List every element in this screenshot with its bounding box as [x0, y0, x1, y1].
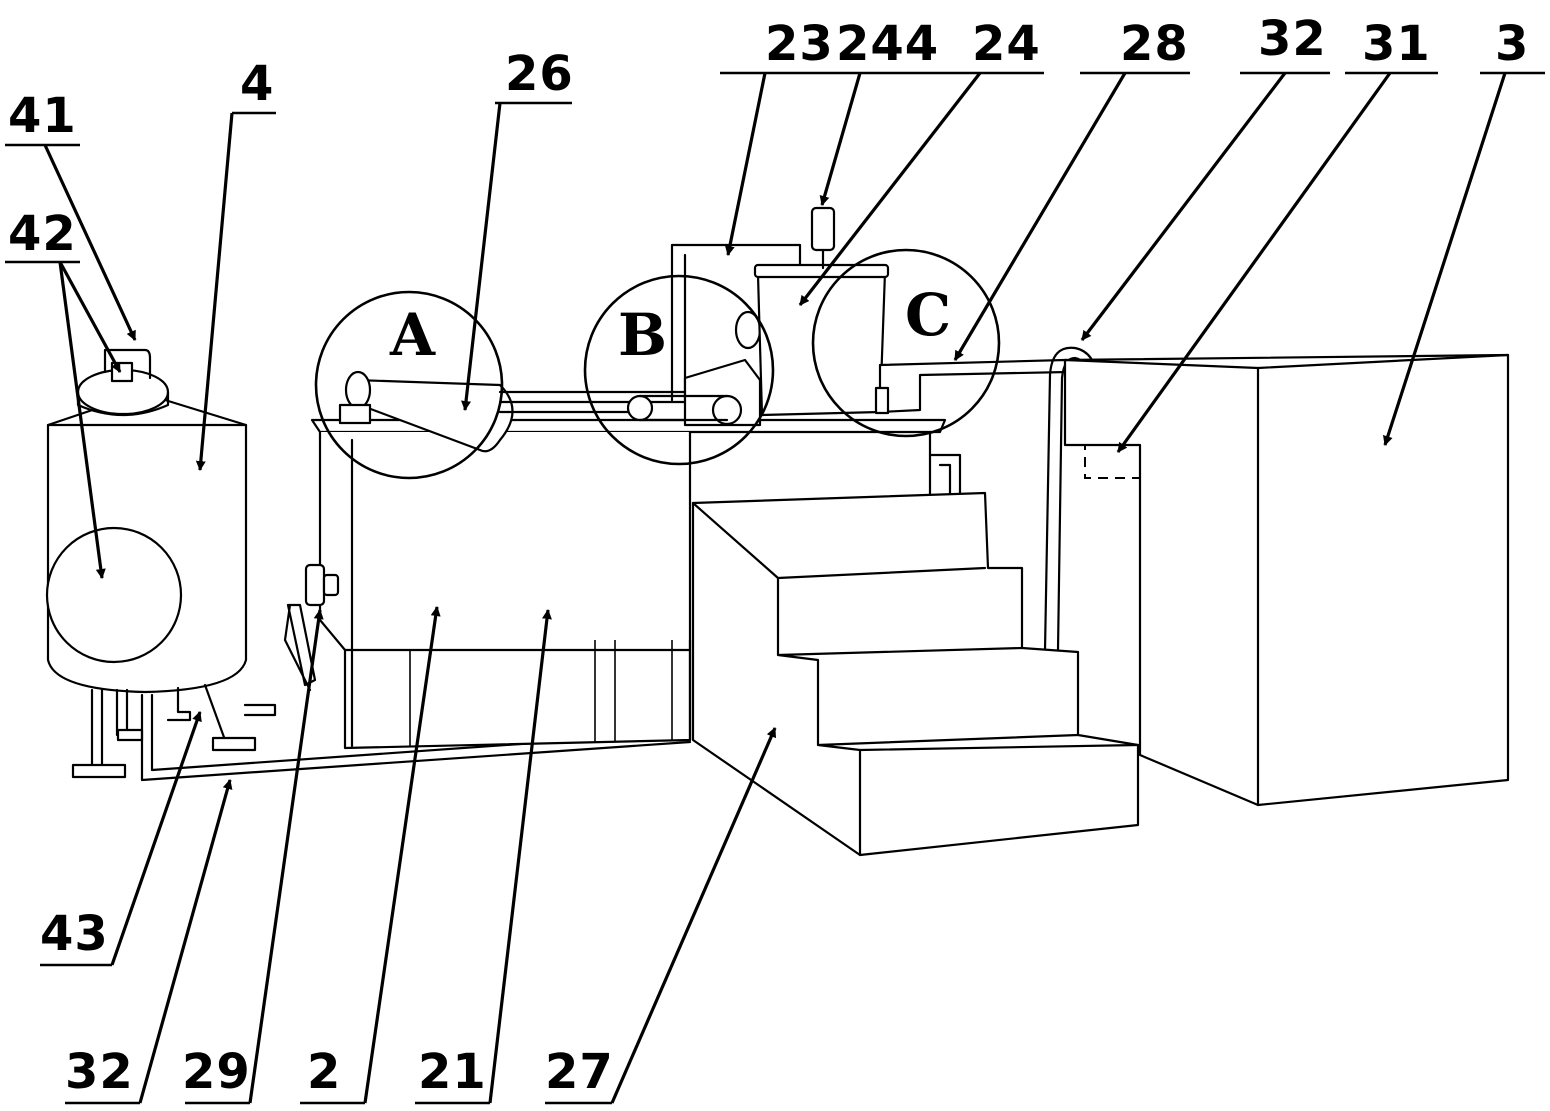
- label-32-bottom: 32: [65, 1044, 134, 1100]
- label-43: 43: [40, 906, 109, 962]
- detail-label-C: C: [905, 281, 951, 349]
- label-42: 42: [8, 206, 77, 262]
- motor-244: [810, 206, 836, 270]
- manhole-42: [45, 526, 183, 664]
- label-41: 41: [8, 88, 77, 144]
- detail-circles: A B C: [314, 248, 1001, 480]
- top-equipment: [338, 206, 1070, 453]
- detail-circle-A: [314, 290, 504, 480]
- storage-tank-4: [45, 348, 277, 779]
- valve-29: [283, 563, 340, 692]
- label-2: 2: [307, 1044, 341, 1100]
- leader-lines: [5, 71, 1545, 1105]
- detail-circle-B: [583, 274, 775, 466]
- detail-circle-C: [811, 248, 1001, 438]
- detail-label-A: A: [389, 301, 436, 369]
- label-21: 21: [418, 1044, 487, 1100]
- label-24: 24: [972, 16, 1041, 72]
- label-27: 27: [545, 1044, 614, 1100]
- settling-box-3: [1063, 353, 1510, 807]
- label-26: 26: [505, 46, 574, 102]
- label-4: 4: [240, 56, 274, 112]
- vent-pipe-41: [103, 348, 152, 380]
- label-29: 29: [182, 1044, 251, 1100]
- stairs-27: [691, 491, 1140, 857]
- label-31: 31: [1362, 16, 1431, 72]
- label-3: 3: [1495, 16, 1529, 72]
- label-28: 28: [1120, 16, 1189, 72]
- label-32-top: 32: [1258, 11, 1327, 67]
- frame-23: [670, 243, 802, 402]
- roller-26: [353, 378, 514, 453]
- label-23: 23: [765, 16, 834, 72]
- tray-28: [878, 358, 1070, 414]
- container-24: [756, 270, 887, 417]
- main-tank-2: [283, 418, 962, 750]
- detail-label-B: B: [618, 301, 667, 369]
- reference-numerals: 23 244 24 28 32 31 3 26 4 41 42 43 32 29…: [8, 11, 1529, 1100]
- outlet-pipe-43: [166, 686, 192, 722]
- label-244: 244: [836, 16, 939, 72]
